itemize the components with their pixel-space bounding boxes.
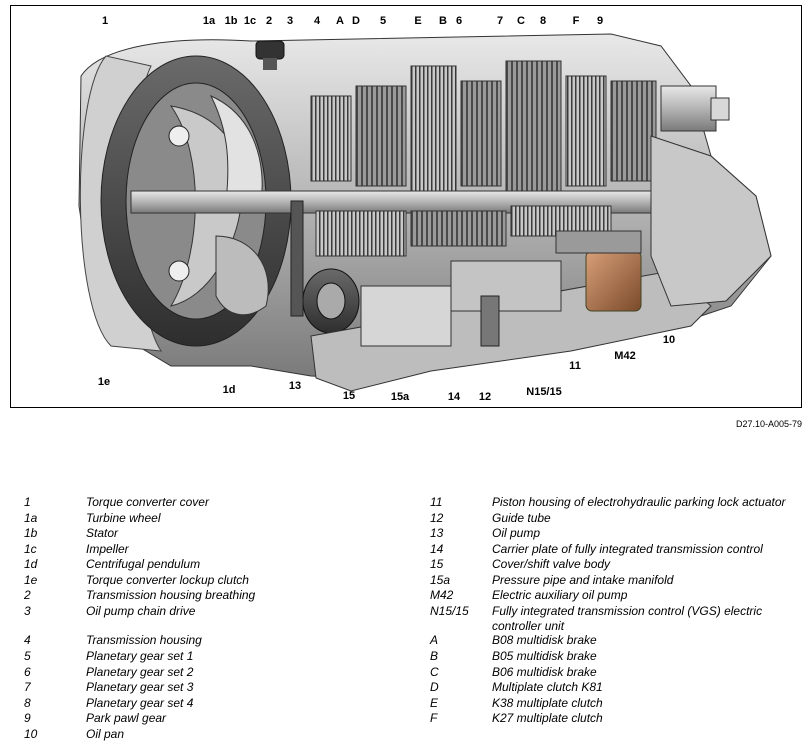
legend-description: Turbine wheel [86,511,161,525]
legend-key: N15/15 [430,604,469,618]
legend-key: 5 [24,649,31,663]
callout-F: F [572,15,580,27]
callout-A: A [336,15,344,27]
callout-B: B [439,15,447,27]
callout-M42: M42 [614,350,636,362]
legend-description: Oil pump [492,526,541,540]
legend-description: B05 multidisk brake [492,649,597,663]
callout-6: 6 [455,15,463,27]
aux-oil-pump-shape [585,250,642,312]
legend-key: 1a [24,511,38,525]
legend-key: 9 [24,711,31,725]
callout-N15-15: N15/15 [526,386,562,398]
callout-1: 1 [101,15,109,27]
legend-description: Oil pump chain drive [86,604,196,618]
callout-D: D [352,15,360,27]
legend-description: Planetary gear set 2 [86,665,194,679]
legend-key: M42 [430,588,454,602]
image-reference-id: D27.10-A005-79 [735,419,802,429]
legend-description: Cover/shift valve body [492,557,611,571]
legend-description: Multiplate clutch K81 [492,680,603,694]
transmission-cutaway-illustration [78,33,772,392]
legend-key: 3 [24,604,31,618]
legend-key: E [430,696,439,710]
legend-key: D [430,680,439,694]
legend-key: F [430,711,438,725]
legend-description: B06 multidisk brake [492,665,597,679]
callout-1d: 1d [222,384,236,396]
callout-3: 3 [286,15,294,27]
callout-9: 9 [596,15,604,27]
legend-key: 15 [430,557,444,571]
legend-key: 10 [24,727,38,741]
legend-description: Torque converter cover [86,495,209,509]
valve-body-shape [360,285,452,347]
legend-description: Transmission housing breathing [86,588,256,602]
legend-description: Fully integrated transmission control (V… [492,604,763,633]
legend-description: Pressure pipe and intake manifold [492,573,674,587]
callout-1b: 1b [224,15,238,27]
legend-key: 15a [430,573,451,587]
callout-10: 10 [662,334,676,346]
callout-14: 14 [447,391,461,403]
legend-description: Planetary gear set 3 [86,680,194,694]
legend-key: 8 [24,696,31,710]
legend-key: 1c [24,542,37,556]
legend-key: 7 [24,680,31,694]
breather-cap-shape [255,40,285,60]
legend-key: 1 [24,495,31,509]
legend-key: 1b [24,526,38,540]
legend-description: Torque converter lockup clutch [86,573,249,587]
legend-description: K38 multiplate clutch [492,696,603,710]
legend-description: Planetary gear set 4 [86,696,194,710]
legend-description: Guide tube [492,511,551,525]
legend-description: Oil pan [86,727,125,741]
legend-description: Carrier plate of fully integrated transm… [492,542,763,556]
legend-description: K27 multiplate clutch [492,711,603,725]
callout-5: 5 [379,15,387,27]
legend-description: B08 multidisk brake [492,633,597,647]
legend-key: B [430,649,439,663]
legend-key: 1d [24,557,38,571]
callout-C: C [517,15,525,27]
legend-description: Stator [86,526,119,540]
callout-15a: 15a [390,391,410,403]
legend-key: 14 [430,542,444,556]
legend-key: 1e [24,573,38,587]
gear-sets-shape [310,60,657,257]
legend-description: Piston housing of electrohydraulic parki… [492,495,786,509]
legend-description: Transmission housing [86,633,202,647]
legend-description: Park pawl gear [86,711,167,725]
callout-13: 13 [288,380,302,392]
callout-7: 7 [496,15,504,27]
callout-15: 15 [342,390,356,402]
legend-key: 6 [24,665,31,679]
legend-key: 4 [24,633,31,647]
callout-8: 8 [539,15,547,27]
legend-key: A [430,633,439,647]
legend-key: C [430,665,439,679]
callout-12: 12 [478,391,492,403]
callout-1c: 1c [243,15,257,27]
callout-E: E [414,15,422,27]
callout-1e: 1e [97,376,111,388]
callout-11: 11 [569,360,581,372]
legend-description: Impeller [86,542,129,556]
legend-description: Centrifugal pendulum [86,557,201,571]
legend-key: 2 [24,588,31,602]
legend-key: 11 [430,495,443,509]
legend-description: Planetary gear set 1 [86,649,194,663]
callout-4: 4 [313,15,321,27]
legend-key: 13 [430,526,444,540]
transmission-cutaway-figure: 1 1a 1b 1c 2 3 4 A D 5 E B 6 7 C 8 F 9 1… [10,5,802,408]
legend-description: Electric auxiliary oil pump [492,588,628,602]
callout-1a: 1a [202,15,216,27]
callout-2: 2 [265,15,273,27]
legend-key: 12 [430,511,444,525]
